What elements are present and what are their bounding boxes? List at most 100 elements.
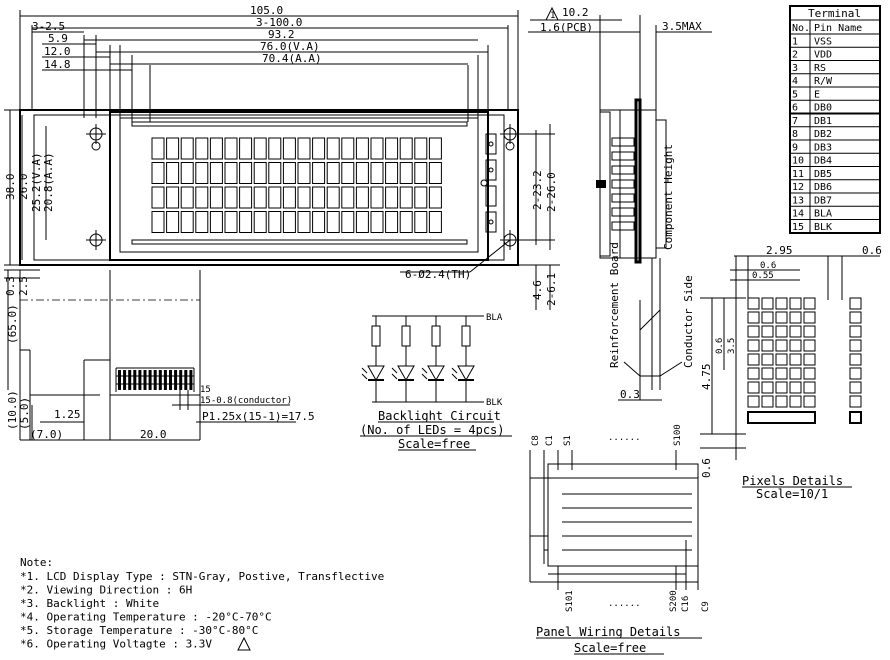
connector-pad	[123, 370, 127, 390]
revision-mark-top: 1	[550, 11, 555, 21]
terminal-row-pin: DB4	[814, 156, 832, 167]
note-line: *3. Backlight : White	[20, 597, 159, 610]
dim-bezel-height: 26.0	[17, 174, 30, 201]
terminal-row-pin: DB3	[814, 142, 832, 153]
char-cell	[253, 211, 267, 233]
dim-hole-diameter: 6-Ø2.4(TH)	[405, 268, 471, 281]
dim-148: 14.8	[44, 58, 71, 71]
char-cell	[399, 137, 413, 160]
dim-hole-offset: 3-2.5	[32, 20, 65, 33]
pixel-dim-055: 0.55	[752, 271, 774, 281]
terminal-row-pin: VSS	[814, 36, 832, 47]
wiring-s1: S1	[563, 435, 573, 446]
terminal-row-no: 10	[792, 156, 804, 167]
char-cell	[355, 162, 369, 184]
wiring-scale: Scale=free	[574, 641, 646, 655]
pixel-dot	[775, 311, 788, 324]
char-cell	[370, 211, 384, 233]
char-cell	[224, 162, 238, 184]
side-label-component-height: Component Height	[662, 144, 675, 250]
dim-100-paren: (10.0)	[6, 390, 19, 430]
connector-pads-row	[118, 370, 193, 390]
side-label-conductor: Conductor Side	[682, 275, 695, 368]
wiring-s101: S101	[565, 590, 575, 612]
wiring-panel	[547, 463, 699, 567]
led-diode	[457, 365, 475, 382]
terminal-row-no: 8	[792, 129, 798, 140]
char-cell	[209, 137, 223, 160]
terminal-row-no: 11	[792, 169, 804, 180]
pixel-dot	[803, 353, 816, 366]
resistor	[401, 325, 411, 347]
char-cell	[209, 162, 223, 184]
char-cell	[253, 137, 267, 160]
mount-hole-left-bottom	[86, 230, 106, 250]
char-cell	[224, 211, 238, 233]
char-cell	[341, 162, 355, 184]
char-cell	[428, 162, 442, 184]
char-cell	[195, 137, 209, 160]
terminal-row-no: 9	[792, 142, 798, 153]
char-cell	[326, 137, 340, 160]
note-line: *1. LCD Display Type : STN-Gray, Postive…	[20, 570, 384, 583]
pixel-dot	[803, 367, 816, 380]
polarizer-top	[131, 121, 468, 127]
notes-lines: *1. LCD Display Type : STN-Gray, Postive…	[20, 570, 384, 651]
char-cell	[166, 162, 180, 184]
connector-pad	[153, 370, 157, 390]
note-line: *4. Operating Temperature : -20°C-70°C	[20, 611, 272, 624]
char-cell	[180, 137, 194, 160]
char-cell	[399, 162, 413, 184]
pixel-dot	[775, 297, 788, 310]
char-cell	[253, 162, 267, 184]
char-cell	[195, 211, 209, 233]
terminal-row-no: 3	[792, 63, 798, 74]
char-cell	[428, 137, 442, 160]
pixel-dot	[789, 353, 802, 366]
char-cell	[312, 162, 326, 184]
connector-pad	[118, 370, 121, 390]
dim-side-03: 0.3	[620, 388, 640, 401]
char-cell	[195, 186, 209, 209]
pixel-dot	[761, 325, 774, 338]
pixel-dim-475: 4.75	[700, 364, 713, 391]
dim-viewing-area-width: 76.0(V.A)	[260, 40, 320, 53]
wiring-dots-top: ......	[608, 433, 641, 443]
pixel-dot	[747, 381, 760, 394]
backlight-blk-label: BLK	[486, 398, 503, 408]
pixel-dot	[803, 381, 816, 394]
dim-va-height: 25.2(V.A)	[30, 152, 43, 212]
char-cell	[312, 186, 326, 209]
pixels-title: Pixels Details	[742, 474, 843, 488]
char-cell	[297, 137, 311, 160]
pixel-dim-06-bottom: 0.6	[700, 458, 713, 478]
char-cell	[224, 137, 238, 160]
char-cell	[209, 186, 223, 209]
char-cell	[341, 186, 355, 209]
wiring-title: Panel Wiring Details	[536, 625, 681, 639]
pixels-details: 2.95 0.6 0.6 0.55 0.6 3.5 4.75 0.6 Pixel…	[700, 244, 882, 501]
wiring-c8: C8	[531, 435, 541, 446]
wiring-dots-bottom: ......	[608, 599, 641, 609]
side-components	[596, 110, 635, 258]
pixel-dot	[747, 353, 760, 366]
dim-hole-vertical: 2-23.2	[531, 170, 544, 210]
char-cell	[239, 211, 253, 233]
pixel-dot	[775, 353, 788, 366]
char-cell	[385, 162, 399, 184]
dim-bezel-width: 93.2	[268, 28, 295, 41]
pixel-dot	[789, 381, 802, 394]
note-line: *6. Operating Voltagte : 3.3V	[20, 638, 212, 651]
char-cell	[414, 186, 428, 209]
pixel-dot	[747, 339, 760, 352]
note-line: *2. Viewing Direction : 6H	[20, 584, 192, 597]
terminal-row-no: 6	[792, 103, 798, 114]
backlight-bla-label: BLA	[486, 313, 503, 323]
char-cell	[268, 162, 282, 184]
pixel-dot	[789, 311, 802, 324]
terminal-col-pin: Pin Name	[814, 23, 862, 34]
pixel-dot	[747, 297, 760, 310]
pixel-dot	[789, 325, 802, 338]
terminal-row-no: 5	[792, 89, 798, 100]
side-glass	[634, 98, 642, 264]
